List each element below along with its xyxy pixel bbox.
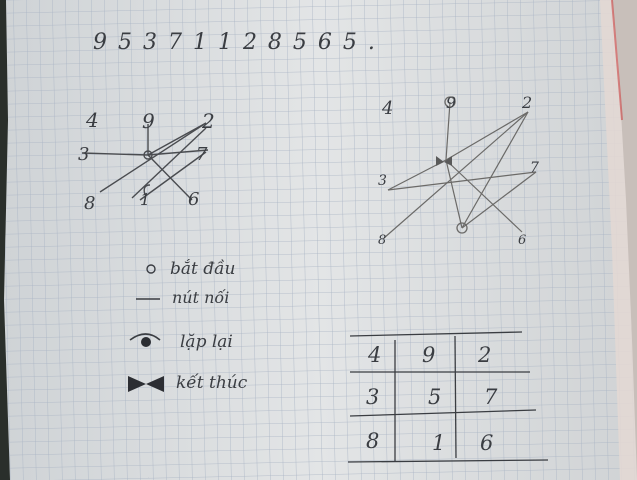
right-label-3: 3 — [378, 173, 387, 189]
left-label-8: 8 — [84, 193, 95, 214]
right-start-marker — [444, 96, 456, 108]
legend-repeat-icon — [129, 333, 161, 347]
legend-start-label: bắt đầu — [170, 259, 236, 279]
legend-connector-label: nút nối — [172, 288, 229, 307]
magic-square — [347, 331, 549, 463]
legend-end-label: kết thúc — [176, 373, 248, 393]
right-label-2: 2 — [521, 93, 532, 112]
left-label-4: 4 — [85, 108, 99, 132]
legend-repeat-label: lặp lại — [180, 332, 233, 352]
cell-r2c2: 5 — [428, 385, 441, 409]
page-margin — [600, 0, 637, 480]
magic-square-cells: 4 9 2 3 5 7 8 1 6 — [366, 343, 498, 455]
left-label-7: 7 — [196, 144, 208, 165]
left-label-3: 3 — [78, 144, 89, 165]
start-marker — [143, 150, 153, 160]
right-label-8: 8 — [378, 233, 386, 248]
cell-r1c2: 9 — [422, 343, 435, 367]
legend: bắt đầu nút nối lặp lại kết thúc — [128, 259, 248, 393]
right-label-7: 7 — [530, 160, 539, 176]
legend-end-icon — [128, 376, 164, 392]
margin-line — [611, 0, 623, 121]
right-loop-marker — [456, 222, 468, 234]
cell-r3c1: 8 — [366, 429, 379, 453]
right-end-marker — [436, 156, 452, 166]
left-diagram: 4 9 2 3 7 8 1 6 — [78, 108, 215, 214]
right-label-6: 6 — [518, 233, 526, 248]
cell-r1c3: 2 — [477, 343, 491, 367]
left-label-1: 1 — [140, 190, 150, 209]
cell-r3c3: 6 — [480, 431, 493, 455]
left-label-9: 9 — [142, 109, 155, 133]
right-diagram: 4 9 2 3 7 8 6 — [378, 93, 539, 248]
right-label-9: 9 — [446, 93, 456, 112]
legend-start-icon — [146, 264, 156, 274]
number-sequence: 9 5 3 7 1 1 2 8 5 6 5 . — [93, 30, 377, 55]
right-label-4: 4 — [381, 98, 393, 119]
cell-r3c2: 1 — [432, 431, 445, 455]
cell-r2c3: 7 — [484, 385, 498, 409]
cell-r1c1: 4 — [367, 343, 381, 367]
cell-r2c1: 3 — [366, 385, 379, 409]
left-label-6: 6 — [188, 189, 199, 210]
paper-grid — [4, 0, 637, 480]
left-label-2: 2 — [201, 109, 215, 133]
